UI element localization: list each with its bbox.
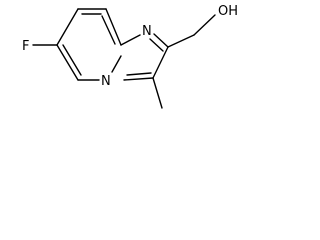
bond-c6-c7 xyxy=(56,8,79,46)
atom-labels: F N N OH xyxy=(22,4,238,89)
bond-n-c8a xyxy=(111,55,122,73)
bond-c7-c8-double xyxy=(62,44,82,76)
bond-c2-ch2 xyxy=(167,34,195,48)
hydroxyl-label: OH xyxy=(218,4,238,19)
bond-n1-c2-double xyxy=(149,38,164,52)
bond-c8a-n1 xyxy=(120,34,141,46)
fluorine-label: F xyxy=(22,39,29,54)
ring-nitrogen-label: N xyxy=(142,24,152,39)
bond-c3-n xyxy=(123,77,154,81)
bond-c3-n-double xyxy=(126,72,152,76)
bond-c2-c3 xyxy=(152,46,169,79)
bonds xyxy=(32,8,216,109)
bond-c8a-c5-double xyxy=(101,15,116,45)
structure-diagram: F N N OH xyxy=(22,4,238,109)
bond-ch2-o xyxy=(193,14,216,36)
bond-c7-c8 xyxy=(56,44,79,81)
bond-c3-methyl xyxy=(152,77,163,109)
bond-c8a-c5 xyxy=(105,8,122,46)
bond-n1-c2 xyxy=(153,33,169,48)
bridgehead-nitrogen-label: N xyxy=(101,74,111,89)
